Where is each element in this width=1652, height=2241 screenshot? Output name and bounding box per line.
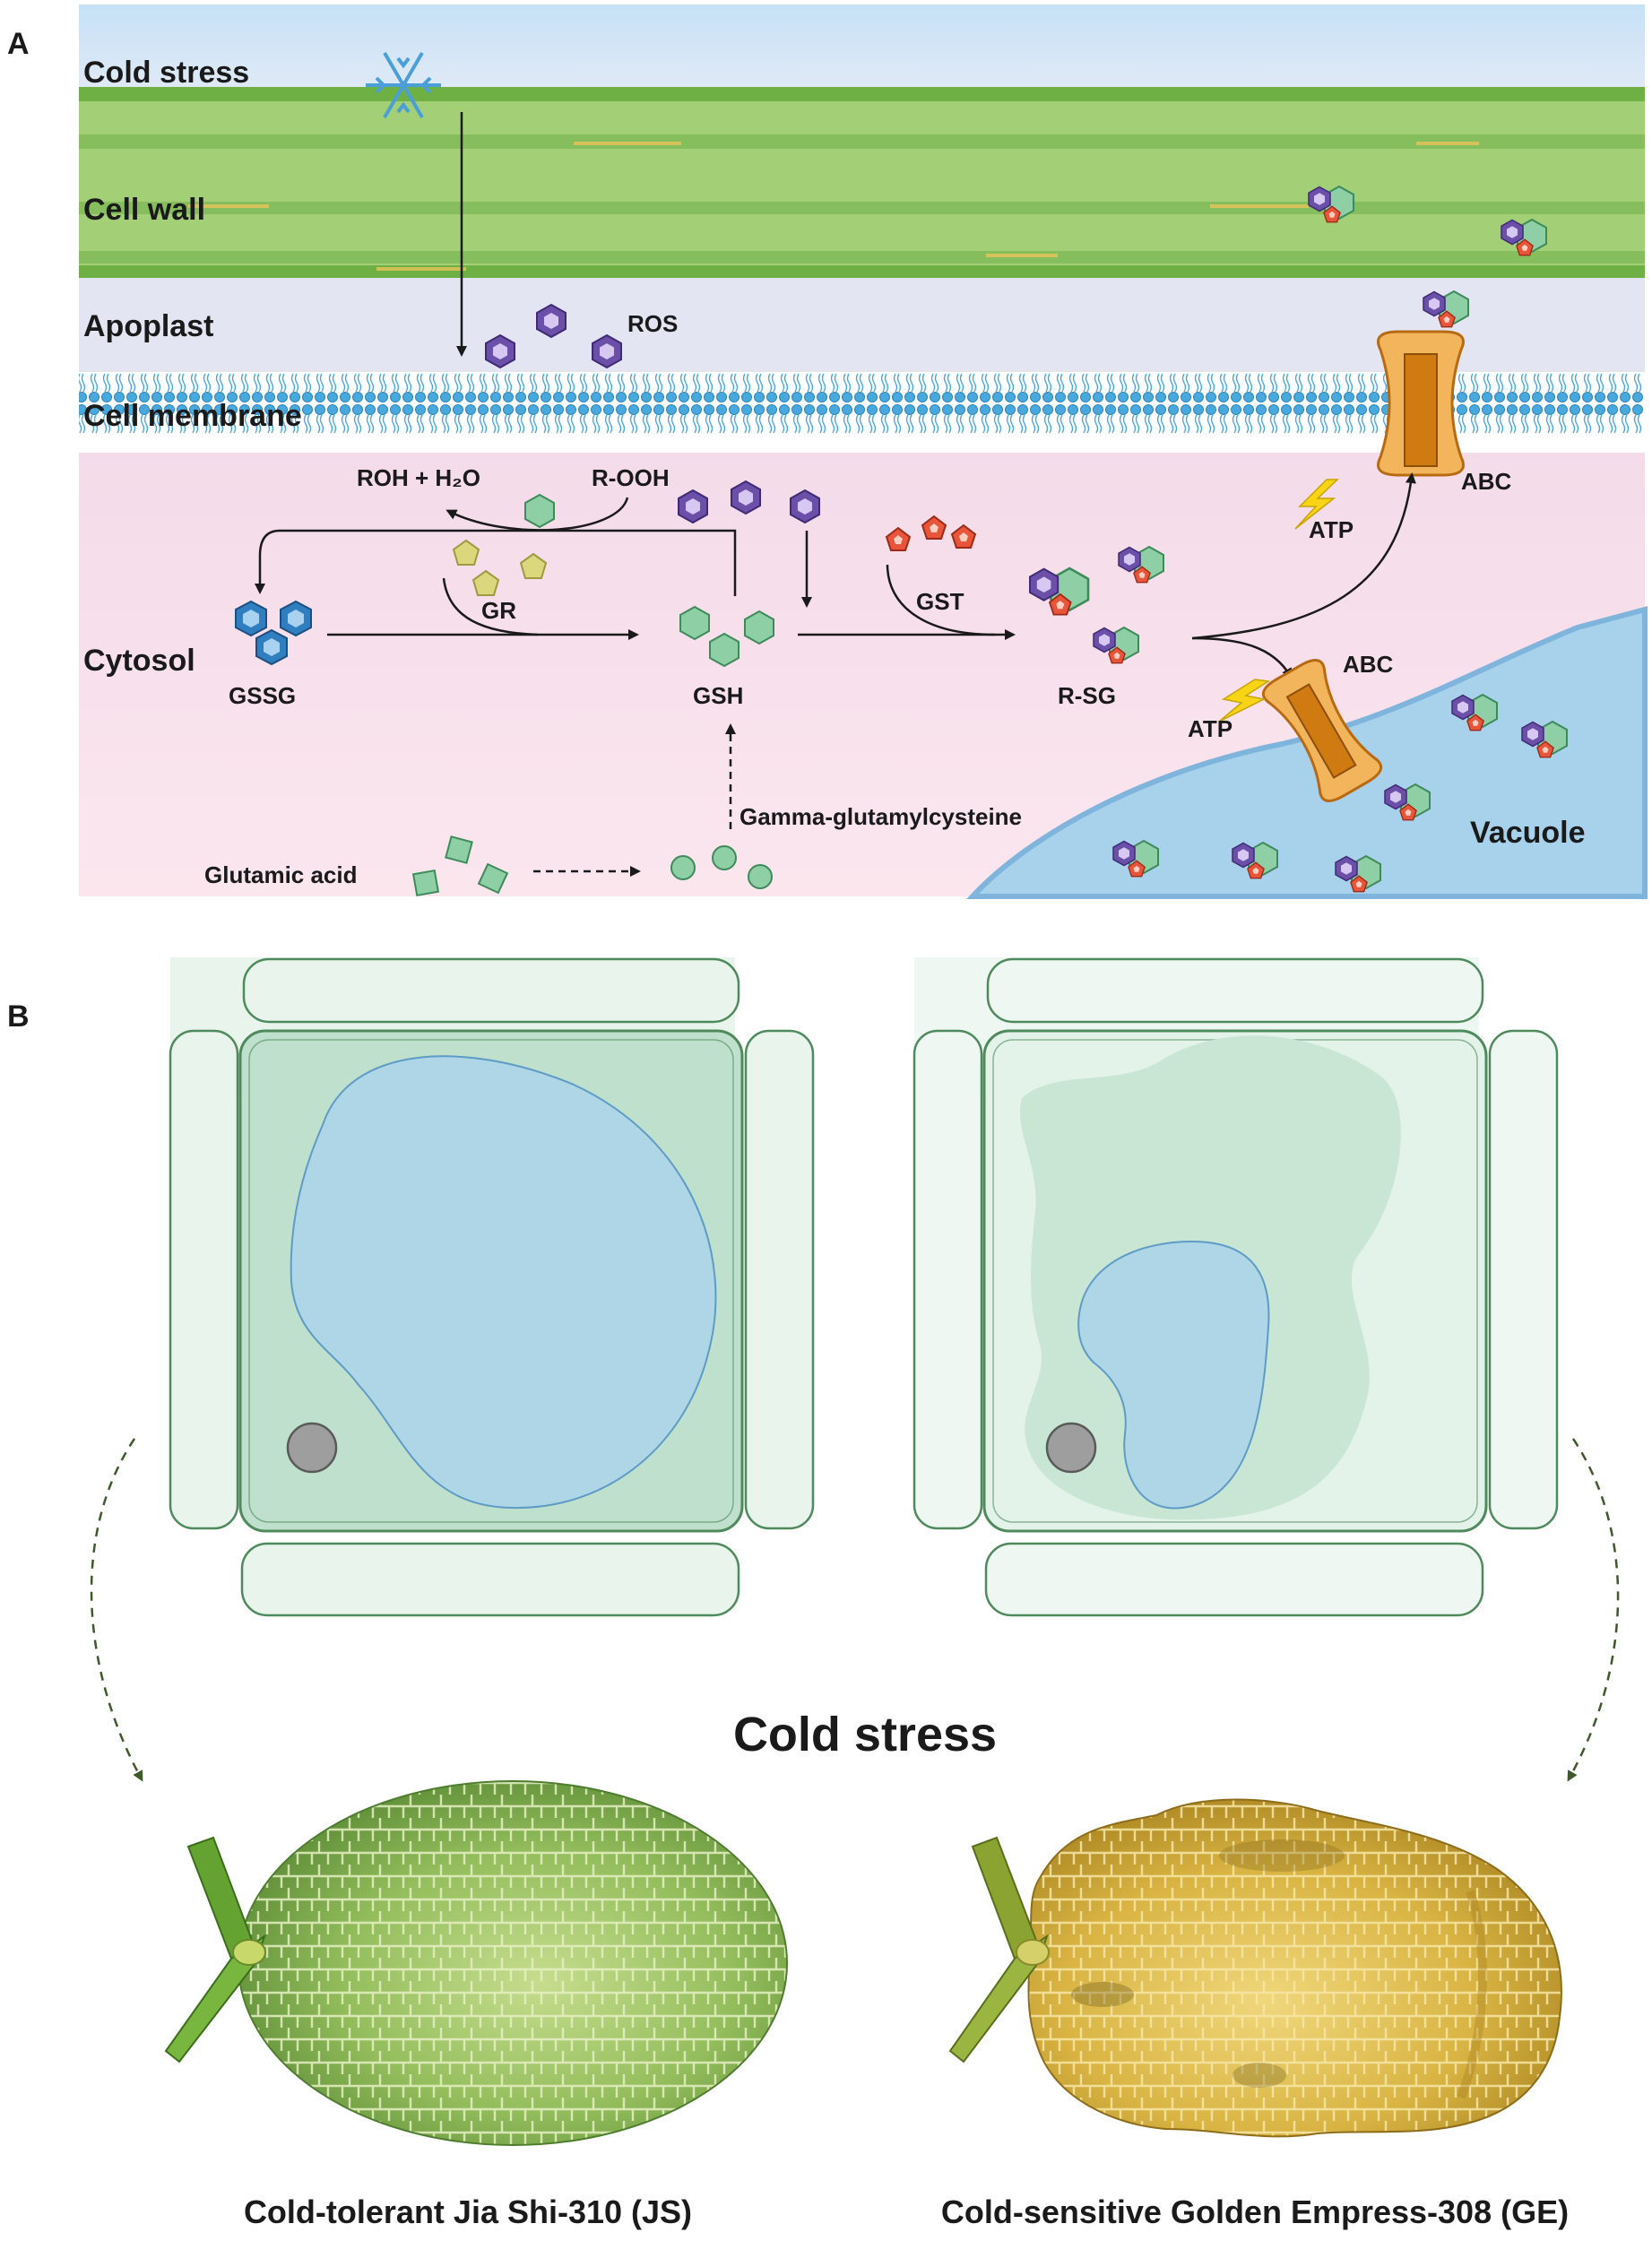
panel-a <box>79 4 1648 899</box>
gsh-molecule-reaction <box>524 494 555 528</box>
label-atp-vacuole: ATP <box>1188 715 1233 742</box>
gamma-glutamylcysteine-molecules <box>670 845 773 889</box>
label-cytosol: Cytosol <box>83 644 195 678</box>
lightning-icon-membrane <box>1294 479 1339 530</box>
cell-wall-band <box>79 87 1645 278</box>
label-cell-wall: Cell wall <box>83 193 205 227</box>
snowflake-icon <box>366 51 441 119</box>
cell-membrane-bilayer <box>79 372 1645 453</box>
label-cold-stress-center: Cold stress <box>733 1708 997 1761</box>
label-gsh: GSH <box>693 682 743 709</box>
gst-curve <box>886 564 996 636</box>
cell-diagram-ge <box>912 957 1559 1617</box>
label-gr: GR <box>481 597 516 624</box>
label-vacuole: Vacuole <box>1470 816 1586 850</box>
arrow-js-cell-to-melon <box>90 1438 143 1782</box>
abc-transporter-vacuole <box>1261 659 1383 802</box>
label-gst: GST <box>916 588 964 615</box>
melon-ge <box>948 1798 1562 2138</box>
arrow-ge-cell-to-melon <box>1567 1438 1620 1782</box>
arrow-rsg-to-abc-vacuole <box>1191 636 1293 679</box>
label-abc-membrane: ABC <box>1461 468 1512 495</box>
gr-curve <box>442 577 539 636</box>
caption-js: Cold-tolerant Jia Shi-310 (JS) <box>244 2193 692 2230</box>
label-r-sg: R-SG <box>1058 682 1116 709</box>
label-roh-h2o: ROH + H₂O <box>357 464 480 491</box>
panel-a-letter: A <box>7 27 30 61</box>
label-ros: ROS <box>627 310 678 337</box>
label-atp-membrane: ATP <box>1309 516 1354 543</box>
arrow-gsh-to-gssg <box>255 529 737 596</box>
arrow-r-ooh-to-roh <box>445 497 629 532</box>
arrow-rsg-to-abc-membrane <box>1191 472 1416 640</box>
cold-stress-zone <box>79 4 1645 87</box>
label-apoplast: Apoplast <box>83 309 213 343</box>
lightning-icon-vacuole <box>1218 679 1271 722</box>
label-cell-membrane: Cell membrane <box>83 399 302 433</box>
melon-js <box>164 1780 788 2146</box>
label-r-ooh: R-OOH <box>592 464 670 491</box>
panel-b-letter: B <box>7 999 30 1034</box>
label-gssg: GSSG <box>229 682 296 709</box>
label-glutamic-acid: Glutamic acid <box>204 861 358 888</box>
cell-diagram-js <box>169 957 815 1617</box>
label-cold-stress: Cold stress <box>83 56 249 90</box>
caption-ge: Cold-sensitive Golden Empress-308 (GE) <box>941 2193 1569 2230</box>
abc-transporter-membrane <box>1377 330 1465 477</box>
label-abc-vacuole: ABC <box>1343 651 1394 678</box>
label-gamma-glutamylcysteine: Gamma-glutamylcysteine <box>740 803 1022 830</box>
